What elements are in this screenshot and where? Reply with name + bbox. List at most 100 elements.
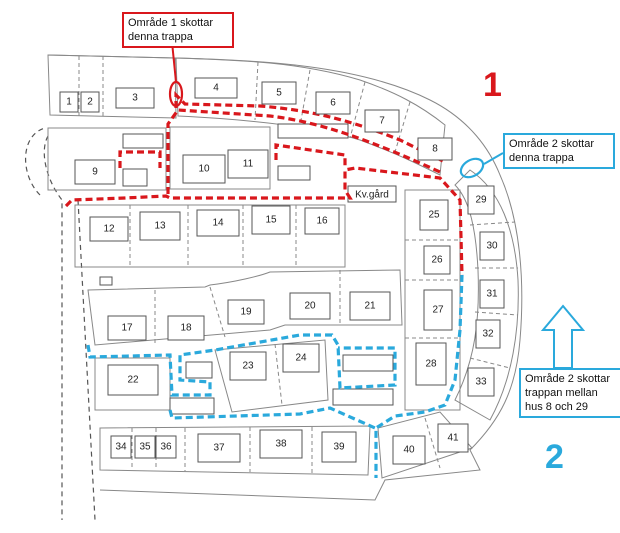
house-23 [229,351,267,381]
house-number-35: 35 [139,442,151,453]
house-25 [419,199,449,231]
shed [332,388,394,406]
area-2-label: 2 [545,438,564,476]
house-number-37: 37 [213,443,225,454]
shed [122,133,164,149]
house-number-16: 16 [316,216,328,227]
area-1-route [64,91,464,276]
house-number-1: 1 [66,97,72,108]
house-number-30: 30 [486,241,498,252]
house-36 [155,435,177,459]
house-22 [107,364,159,396]
house-number-23: 23 [242,361,254,372]
house-number-39: 39 [333,442,345,453]
house-38 [259,429,303,459]
access-road [25,127,96,521]
house-35 [134,435,156,459]
house-number-14: 14 [212,218,224,229]
house-4 [194,77,238,99]
shed [277,165,311,181]
block-10-11 [169,126,271,190]
house-number-21: 21 [364,301,376,312]
block-40-41 [377,411,473,479]
house-20 [289,292,331,320]
house-30 [479,231,505,261]
block-9 [47,127,167,191]
house-number-27: 27 [432,305,444,316]
block-top-left [47,54,177,119]
house-number-5: 5 [276,88,282,99]
house-number-32: 32 [482,329,494,340]
block-23-24 [214,339,329,413]
house-number-17: 17 [121,323,133,334]
house-28 [415,342,447,386]
house-13 [139,211,181,241]
house-number-26: 26 [431,255,443,266]
house-number-2: 2 [87,97,93,108]
area-2-route [86,274,464,478]
house-number-36: 36 [160,442,172,453]
house-number-12: 12 [103,224,115,235]
callout-leader-area-2 [483,152,504,165]
house-3 [115,87,155,109]
house-number-24: 24 [295,353,307,364]
house-21 [349,291,391,321]
house-number-19: 19 [240,307,252,318]
house-number-20: 20 [304,301,316,312]
house-15 [251,205,291,235]
callout-area-2-top: Område 2 skottar denna trappa [503,133,615,169]
house-number-31: 31 [486,289,498,300]
callout-leader-area-1 [171,41,177,83]
house-14 [196,209,240,237]
house-number-10: 10 [198,164,210,175]
house-number-18: 18 [180,323,192,334]
house-8 [417,137,453,161]
callout-area-1: Område 1 skottar denna trappa [122,12,234,48]
house-number-15: 15 [265,215,277,226]
house-39 [321,431,357,463]
house-number-22: 22 [127,375,139,386]
house-31 [479,279,505,309]
house-11 [227,149,269,179]
house-number-29: 29 [475,195,487,206]
house-27 [423,289,453,331]
shed [342,354,394,372]
house-number-33: 33 [475,377,487,388]
block-12-16 [74,204,346,268]
house-40 [392,435,426,465]
house-number-13: 13 [154,221,166,232]
area-1-label: 1 [483,66,502,104]
house-number-41: 41 [447,433,459,444]
shed [169,397,215,415]
house-12 [89,216,129,242]
house-number-9: 9 [92,167,98,178]
house-5 [261,81,297,105]
house-9 [74,159,116,185]
house-17 [107,315,147,341]
block-34-39 [99,425,371,476]
site-boundary [47,54,523,501]
house-2 [80,91,100,113]
block-right-arc [454,169,519,421]
house-number-3: 3 [132,93,138,104]
house-7 [364,109,400,133]
up-arrow-icon [540,304,586,369]
shed [122,168,148,187]
house-10 [182,154,226,184]
house-number-38: 38 [275,439,287,450]
house-24 [282,343,320,373]
stair-marker-area-2 [459,157,485,179]
house-33 [467,367,495,397]
house-1 [59,91,79,113]
kv-gard-label: Kv.gård [355,189,389,201]
house-number-34: 34 [115,442,127,453]
house-41 [437,423,469,453]
house-number-25: 25 [428,210,440,221]
house-6 [315,91,351,115]
house-number-28: 28 [425,359,437,370]
shed [99,276,113,286]
house-26 [423,245,451,275]
